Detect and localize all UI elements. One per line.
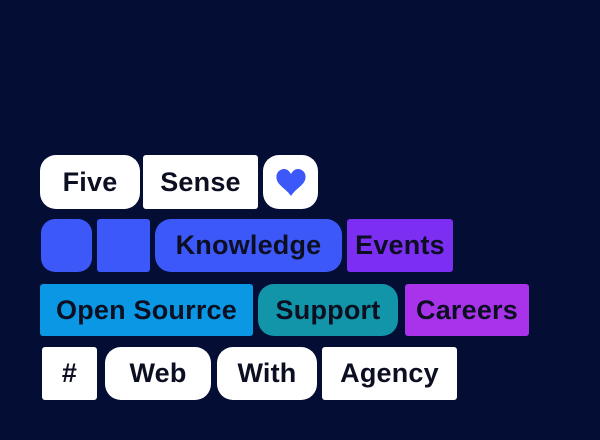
tag-events-label: Events bbox=[355, 230, 445, 260]
tag-sense-label: Sense bbox=[160, 166, 241, 197]
blue-tile-rounded bbox=[41, 219, 92, 272]
tag-open-source-label: Open Sourrce bbox=[56, 294, 237, 325]
tag-web-label: Web bbox=[129, 358, 187, 388]
tag-with[interactable]: With bbox=[217, 347, 317, 400]
tag-events[interactable]: Events bbox=[347, 219, 453, 272]
blue-tile-square bbox=[97, 219, 150, 272]
tag-knowledge-label: Knowledge bbox=[175, 230, 322, 260]
tag-five[interactable]: Five bbox=[40, 155, 140, 209]
tag-careers[interactable]: Careers bbox=[405, 284, 529, 336]
tag-support-label: Support bbox=[275, 294, 381, 325]
heart-button[interactable] bbox=[263, 155, 318, 209]
tag-agency-label: Agency bbox=[340, 358, 439, 388]
tag-with-label: With bbox=[237, 358, 297, 388]
tag-open-source[interactable]: Open Sourrce bbox=[40, 284, 253, 336]
tag-support[interactable]: Support bbox=[258, 284, 398, 336]
tag-careers-label: Careers bbox=[416, 294, 518, 325]
tag-knowledge[interactable]: Knowledge bbox=[155, 219, 342, 272]
tag-hash-label: # bbox=[61, 358, 78, 388]
tag-web[interactable]: Web bbox=[105, 347, 211, 400]
heart-icon bbox=[275, 168, 306, 196]
tag-five-label: Five bbox=[62, 166, 118, 197]
tag-hash[interactable]: # bbox=[42, 347, 97, 400]
tag-sense[interactable]: Sense bbox=[143, 155, 258, 209]
tag-agency[interactable]: Agency bbox=[322, 347, 457, 400]
